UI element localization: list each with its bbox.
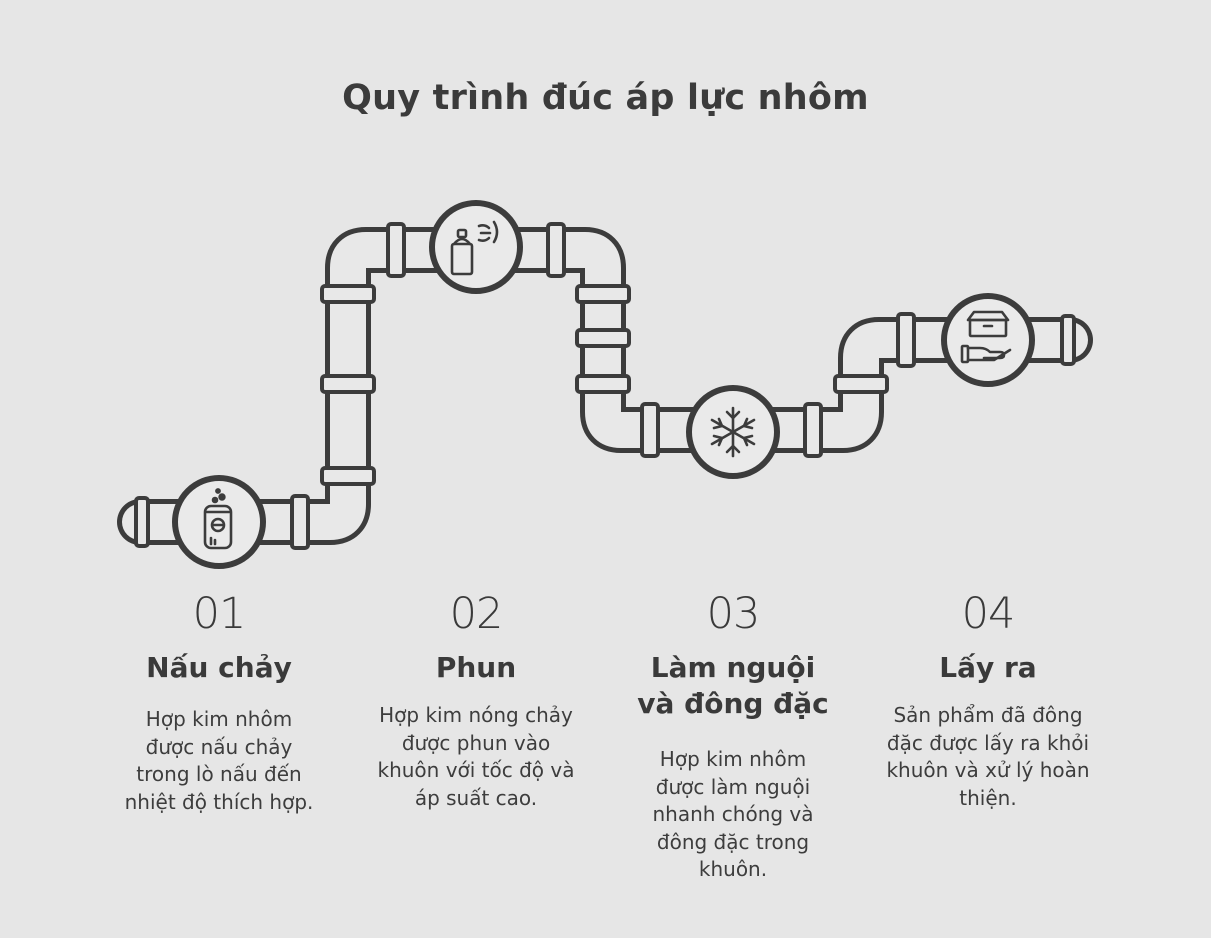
step-number: 03 <box>706 589 761 639</box>
step-label: Lấy ra <box>939 651 1037 684</box>
page-title: Quy trình đúc áp lực nhôm <box>342 78 869 118</box>
pipe-end-cap-left <box>134 496 150 548</box>
pipe-coupling <box>386 222 406 278</box>
melting-pot-icon <box>203 488 233 550</box>
step-description: Hợp kim nóng chảy được phun vào khuôn vớ… <box>377 703 575 810</box>
step-4-circle <box>941 293 1035 387</box>
step-3: 03 Làm nguội và đông đặc Hợp kim nhôm đư… <box>613 590 853 884</box>
pipe-coupling <box>833 374 889 394</box>
step-label: Phun <box>435 651 517 684</box>
step-2-circle <box>429 200 523 294</box>
pipe-coupling <box>320 284 376 304</box>
pipe-coupling <box>575 374 631 394</box>
hand-box-icon <box>960 310 1012 364</box>
step-description: Hợp kim nhôm được làm nguội nhanh chóng … <box>652 747 814 881</box>
step-1: 01 Nấu chảy Hợp kim nhôm được nấu chảy t… <box>99 590 339 816</box>
pipe-coupling <box>290 494 310 550</box>
pipe-coupling <box>575 328 631 348</box>
step-number: 01 <box>192 589 247 639</box>
snowflake-icon <box>710 406 756 458</box>
pipe-coupling <box>640 402 660 458</box>
step-4: 04 Lấy ra Sản phẩm đã đông đặc được lấy … <box>868 590 1108 812</box>
step-1-circle <box>172 475 266 569</box>
pipe-coupling <box>546 222 566 278</box>
pipe-coupling <box>896 312 916 368</box>
step-label: Làm nguội và đông đặc <box>637 651 829 720</box>
spray-can-icon <box>450 220 499 276</box>
pipe-end-cap-right <box>1060 314 1076 366</box>
step-number: 02 <box>449 589 504 639</box>
step-description: Sản phẩm đã đông đặc được lấy ra khỏi kh… <box>886 703 1090 810</box>
step-2: 02 Phun Hợp kim nóng chảy được phun vào … <box>356 590 596 812</box>
pipe-coupling <box>575 284 631 304</box>
step-description: Hợp kim nhôm được nấu chảy trong lò nấu … <box>124 707 314 814</box>
pipe-coupling <box>320 374 376 394</box>
pipe-coupling <box>803 402 823 458</box>
pipe-coupling <box>320 466 376 486</box>
step-number: 04 <box>961 589 1016 639</box>
step-label: Nấu chảy <box>146 651 292 684</box>
